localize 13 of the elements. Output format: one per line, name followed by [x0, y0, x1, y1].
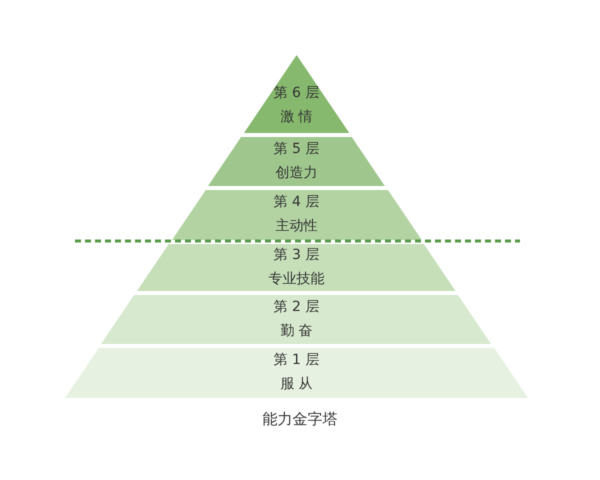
level-label: 服 从: [279, 375, 314, 393]
level-number: 第 6 层: [272, 84, 320, 102]
level-number: 第 1 层: [272, 351, 320, 369]
level-label: 勤 奋: [279, 322, 314, 340]
caption: 能力金字塔: [262, 410, 338, 429]
level-label: 专业技能: [267, 270, 326, 288]
level-number: 第 5 层: [272, 140, 320, 158]
level-label: 主动性: [274, 217, 318, 235]
level-label: 激 情: [279, 108, 314, 126]
level-number: 第 2 层: [272, 298, 320, 316]
level-number: 第 3 层: [272, 246, 320, 264]
level-label: 创造力: [274, 164, 318, 182]
level-number: 第 4 层: [272, 193, 320, 211]
